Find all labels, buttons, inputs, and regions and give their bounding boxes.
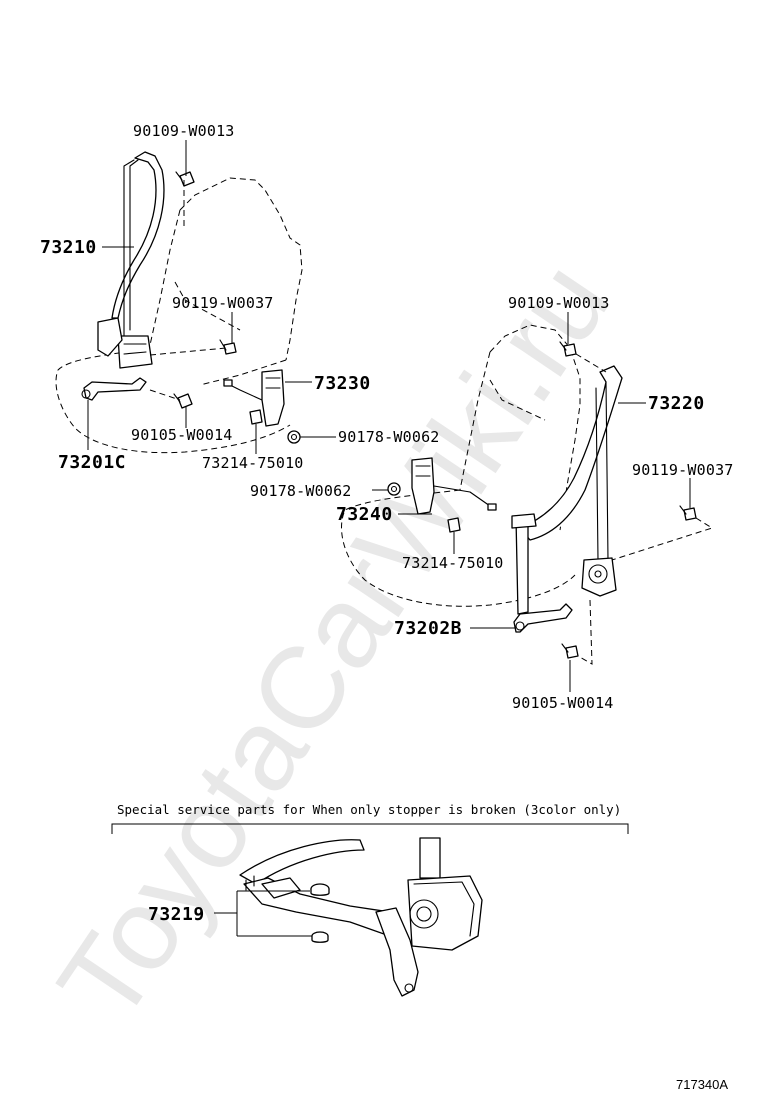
label-73219: 73219 bbox=[148, 904, 205, 925]
label-73230: 73230 bbox=[314, 373, 371, 394]
bolt-icon bbox=[559, 341, 577, 357]
bolt-icon bbox=[679, 505, 697, 521]
special-parts-note: Special service parts for When only stop… bbox=[117, 802, 621, 817]
front-seat-belt-right bbox=[519, 365, 623, 541]
label-90119-w0037-right: 90119-W0037 bbox=[632, 461, 734, 479]
label-90105-w0014-left: 90105-W0014 bbox=[131, 426, 233, 444]
label-90109-w0013-right: 90109-W0013 bbox=[508, 294, 610, 312]
left-seat-assembly bbox=[55, 151, 303, 454]
label-90178-w0062-right: 90178-W0062 bbox=[250, 482, 352, 500]
bolt-icon bbox=[175, 171, 195, 187]
buckle-left bbox=[411, 457, 435, 515]
nut-icon bbox=[387, 482, 401, 496]
label-90178-w0062-left: 90178-W0062 bbox=[338, 428, 440, 446]
label-73210: 73210 bbox=[40, 237, 97, 258]
bolt-icon bbox=[173, 393, 193, 409]
label-73214-75010-right: 73214-75010 bbox=[402, 554, 504, 572]
label-73202b: 73202B bbox=[394, 618, 462, 639]
front-seat-belt-left bbox=[111, 151, 165, 319]
leader-lines bbox=[87, 140, 691, 692]
part-labels: 90109-W0013 73210 90119-W0037 73230 9010… bbox=[40, 122, 734, 712]
right-seat-assembly bbox=[341, 324, 714, 665]
special-service-parts: Special service parts for When only stop… bbox=[111, 802, 629, 997]
retractor-anchor-right bbox=[513, 603, 573, 633]
label-90119-w0037-left: 90119-W0037 bbox=[172, 294, 274, 312]
label-90105-w0014-right: 90105-W0014 bbox=[512, 694, 614, 712]
label-73240: 73240 bbox=[336, 504, 393, 525]
bolt-icon bbox=[219, 339, 237, 355]
label-73214-75010-left: 73214-75010 bbox=[202, 454, 304, 472]
label-73201c: 73201C bbox=[58, 452, 126, 473]
label-73220: 73220 bbox=[648, 393, 705, 414]
cover-icon bbox=[249, 409, 263, 425]
retractor-anchor-left bbox=[83, 377, 147, 401]
bolt-icon bbox=[561, 643, 579, 659]
figure-code: 717340A bbox=[676, 1077, 728, 1092]
cover-icon bbox=[447, 517, 461, 533]
nut-icon bbox=[287, 430, 301, 444]
label-90109-w0013-left: 90109-W0013 bbox=[133, 122, 235, 140]
